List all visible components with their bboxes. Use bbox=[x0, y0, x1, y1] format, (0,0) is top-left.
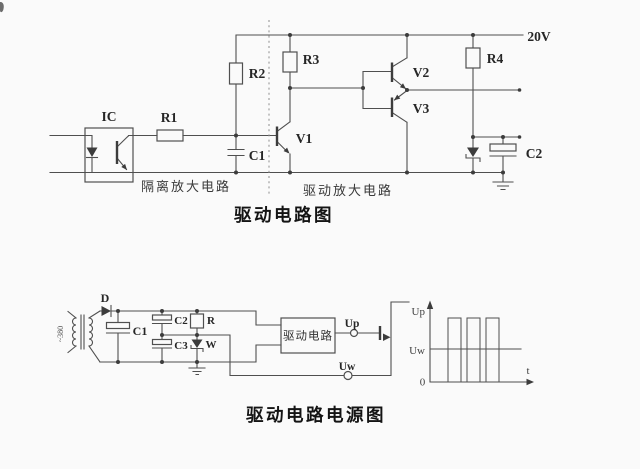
resistor-r-box bbox=[189, 313, 205, 329]
pulse-train bbox=[447, 317, 500, 383]
resistor-r1 bbox=[156, 129, 184, 142]
x-axis-arrow bbox=[526, 378, 534, 386]
capacitor-c2-plate bbox=[489, 143, 517, 152]
v2-label: V2 bbox=[413, 65, 430, 80]
phototransistor-emitter-arrow bbox=[121, 163, 127, 170]
capacitor-c1-plate bbox=[105, 321, 131, 330]
junction-dots-top bbox=[234, 33, 522, 175]
resistor-r4 bbox=[465, 47, 481, 69]
ic-label: IC bbox=[101, 109, 116, 124]
junction-dots-bottom bbox=[116, 309, 199, 364]
r-label: R bbox=[207, 315, 216, 327]
uw-terminal-label: Uw bbox=[339, 361, 356, 373]
driver-circuit-box-label: 驱动电路 bbox=[283, 329, 333, 343]
terminal-uw-circle bbox=[343, 370, 353, 381]
wires-bottom-circuit bbox=[99, 301, 410, 377]
y-axis-arrow bbox=[426, 300, 434, 309]
top-circuit: IC R1 R2 C1 V1 R3 V2 V3 R4 C2 20V 隔离放大电路… bbox=[49, 20, 551, 225]
resistor-r3 bbox=[282, 51, 298, 73]
waveform-uw-label: Uw bbox=[409, 345, 425, 357]
waveform-up-label: Up bbox=[412, 306, 426, 318]
v3-label: V3 bbox=[413, 101, 430, 116]
c1b-label: C1 bbox=[133, 324, 148, 338]
w-label: W bbox=[206, 339, 217, 351]
optocoupler-ic-box bbox=[84, 127, 134, 183]
driver-circuit-box bbox=[280, 317, 336, 354]
resistor-r2 bbox=[228, 62, 244, 85]
transistor-v2-emitter-arrow bbox=[399, 83, 406, 89]
waveform-plot: Up Uw 0 t bbox=[409, 300, 534, 389]
c1-label: C1 bbox=[249, 148, 266, 163]
bottom-circuit: ~380 驱动电路 D C1 C2 R bbox=[56, 291, 410, 425]
transistor-v3-emitter-arrow bbox=[394, 94, 401, 101]
capacitor-c2b-plate bbox=[151, 314, 173, 321]
supply-20v-label: 20V bbox=[527, 29, 551, 44]
transistor-v1-emitter-arrow bbox=[283, 147, 290, 154]
r2-label: R2 bbox=[249, 66, 266, 81]
capacitor-c3-plate bbox=[151, 338, 173, 346]
zener-diode-symbol bbox=[467, 147, 479, 157]
transformer: ~380 bbox=[56, 310, 101, 363]
led-diode-symbol bbox=[86, 147, 98, 157]
d-label: D bbox=[101, 291, 110, 305]
c2b-label: C2 bbox=[174, 315, 188, 327]
diode-d-symbol bbox=[101, 306, 111, 316]
up-terminal-label: Up bbox=[345, 318, 360, 330]
wires-top-circuit bbox=[49, 34, 524, 191]
top-diagram-title: 驱动电路图 bbox=[234, 205, 334, 225]
scan-smudge bbox=[0, 1, 4, 13]
r3-label: R3 bbox=[303, 52, 320, 67]
terminal-up-circle bbox=[349, 328, 359, 338]
v1-label: V1 bbox=[296, 131, 313, 146]
c3b-label: C3 bbox=[174, 340, 188, 352]
section-left-label: 隔离放大电路 bbox=[141, 179, 231, 194]
waveform-origin-label: 0 bbox=[420, 377, 426, 389]
r4-label: R4 bbox=[487, 51, 504, 66]
bottom-diagram-title: 驱动电路电源图 bbox=[246, 405, 386, 425]
transformer-voltage-label: ~380 bbox=[56, 326, 65, 342]
c2-label: C2 bbox=[526, 146, 543, 161]
r1-label: R1 bbox=[161, 110, 178, 125]
zener-w-symbol bbox=[191, 339, 203, 348]
source-arrow bbox=[383, 333, 391, 341]
section-right-label: 驱动放大电路 bbox=[303, 183, 393, 198]
waveform-t-label: t bbox=[526, 365, 529, 377]
